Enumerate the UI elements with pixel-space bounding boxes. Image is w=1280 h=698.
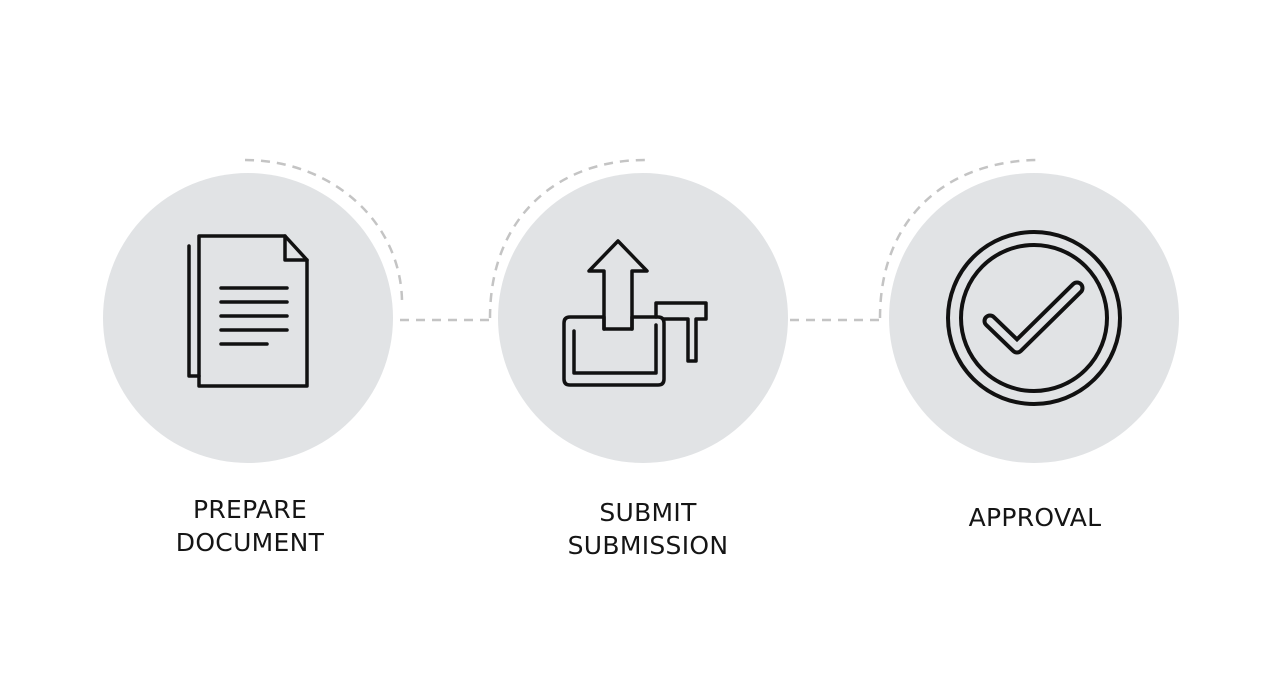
- step-prepare-circle: [103, 173, 393, 463]
- step-approval-circle: [889, 173, 1179, 463]
- check-circle-icon: [946, 230, 1122, 406]
- step-approval-label: APPROVAL: [968, 503, 1102, 532]
- arc-step-2: [488, 158, 646, 319]
- step-prepare-label: PREPARE DOCUMENT: [175, 495, 325, 557]
- document-icon: [187, 234, 309, 388]
- arc-step-1: [244, 158, 404, 301]
- upload-tray-icon: [562, 239, 708, 387]
- step-submit-label: SUBMIT SUBMISSION: [567, 498, 729, 560]
- arc-step-3: [878, 158, 1041, 319]
- step-submit-circle: [498, 173, 788, 463]
